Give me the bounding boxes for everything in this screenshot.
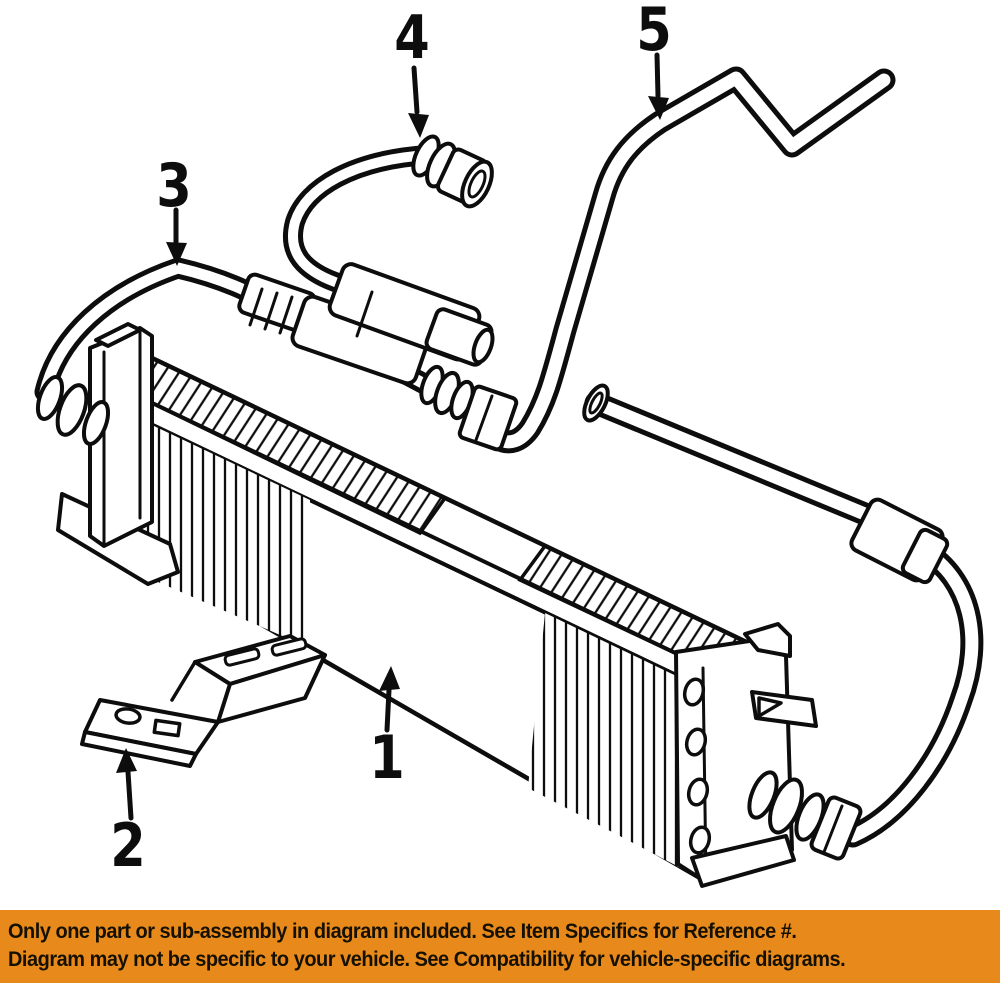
cooler-left-end-plate (56, 322, 180, 586)
hose-3-end-fitting (419, 364, 519, 452)
mounting-bracket (80, 634, 327, 768)
hose-5 (485, 66, 984, 848)
callout-label-4: 4 (394, 3, 430, 73)
right-outlet-fitting (747, 770, 863, 861)
callout-label-3: 3 (156, 151, 192, 221)
callout-2-arrow (116, 748, 137, 821)
callout-4-arrow (408, 65, 429, 138)
disclaimer-line-2: Diagram may not be specific to your vehi… (8, 948, 846, 971)
hose-4-fitting (411, 134, 494, 209)
hose-3-rib-coupling (237, 272, 317, 335)
hose-4 (283, 134, 495, 367)
callout-5-arrow (648, 52, 669, 120)
oil-cooler-diagram (34, 52, 984, 888)
callout-3-arrow (166, 207, 187, 266)
cooler-right-end-plate (674, 622, 863, 888)
tube-open-end (582, 383, 610, 423)
callout-1-arrow (379, 666, 400, 733)
tube-coupling-sleeve (849, 497, 950, 585)
oil-cooler-core (111, 354, 760, 881)
callout-label-2: 2 (110, 811, 146, 881)
cooler-fins-left (135, 417, 310, 648)
end-plate-clip (750, 690, 818, 728)
callout-label-1: 1 (369, 723, 405, 793)
callout-arrows (116, 52, 669, 821)
cooler-fins-right (528, 613, 718, 878)
callout-label-5: 5 (636, 0, 672, 65)
disclaimer-line-1: Only one part or sub-assembly in diagram… (8, 920, 797, 943)
disclaimer-banner: Only one part or sub-assembly in diagram… (0, 910, 1000, 983)
hose-3 (34, 257, 519, 452)
left-inlet-fitting (35, 375, 111, 446)
